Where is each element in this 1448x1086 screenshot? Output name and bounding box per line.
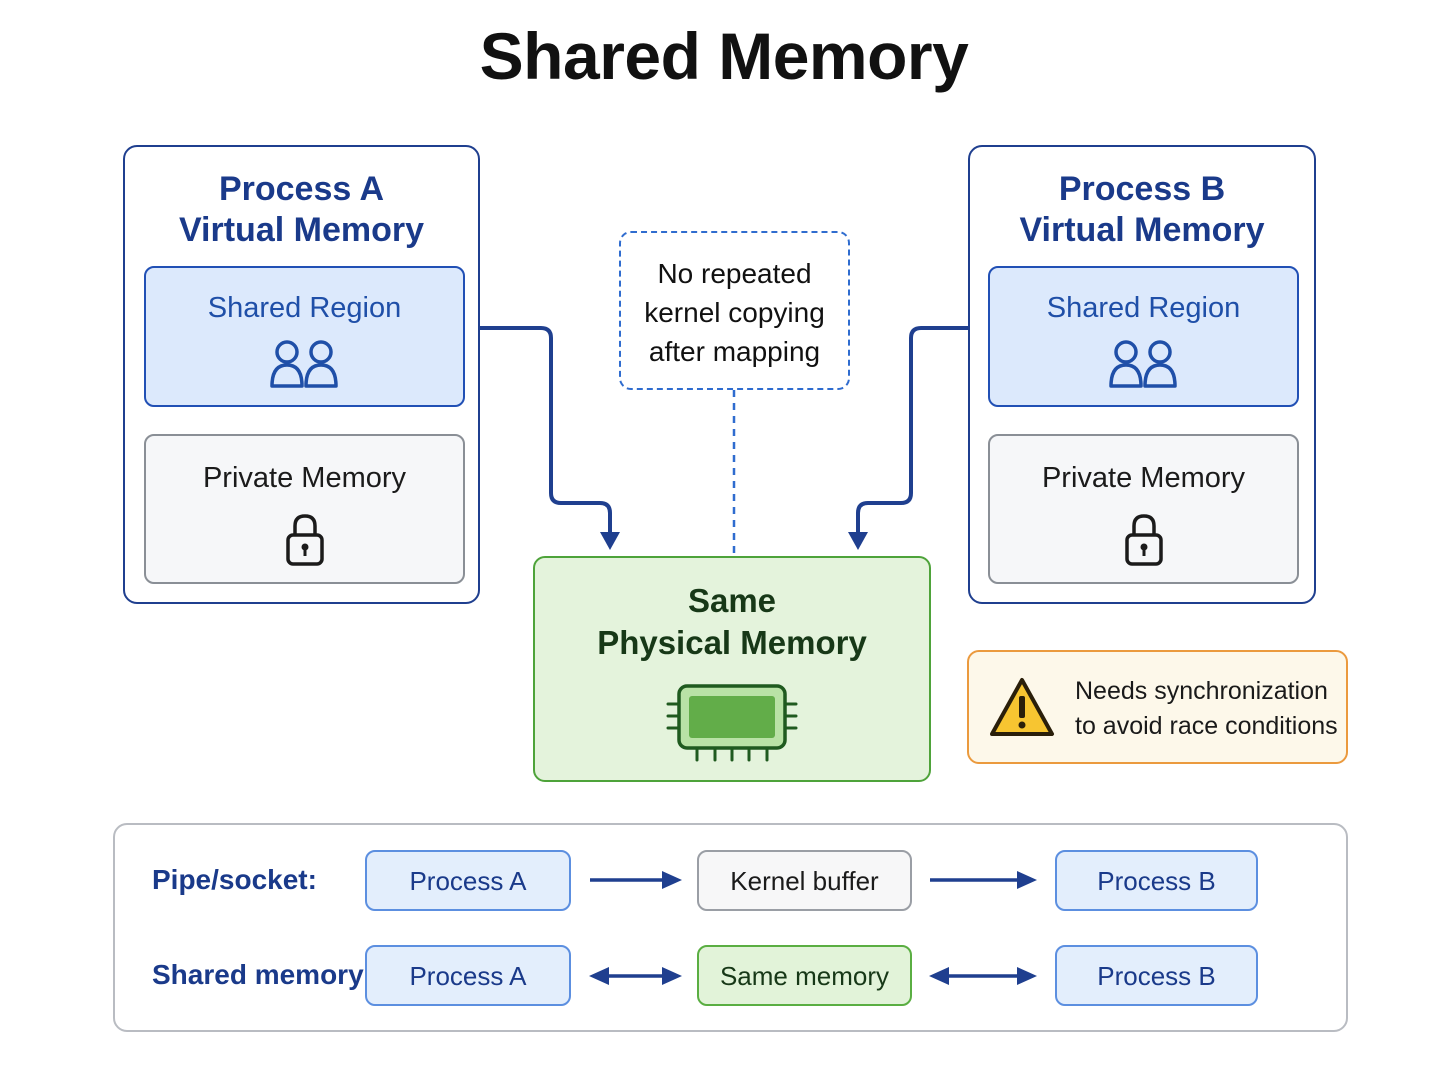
row2-process-b: Process B [1055,945,1258,1006]
process-a-title-line2: Virtual Memory [178,211,424,249]
process-b-private-region: Private Memory [988,434,1299,584]
arrowhead-a [600,532,620,550]
same-physical-memory: Same Physical Memory [533,556,931,782]
arrow-b-to-physical [856,326,987,536]
arrow-a-to-physical [463,326,612,536]
process-a-private-region: Private Memory [144,434,465,584]
process-a-private-label: Private Memory [202,462,407,494]
process-b-title-line2: Virtual Memory [1019,211,1265,249]
row2-process-a: Process A [365,945,571,1006]
process-a-title: Process A Virtual Memory [125,169,478,251]
memory-chip-icon [665,682,799,769]
warning-text: Needs synchronization to avoid race cond… [1075,674,1338,744]
process-b-title-line1: Process B [1058,170,1226,208]
lock-icon [1124,512,1164,573]
process-b-shared-region: Shared Region [988,266,1299,407]
arrowhead-b [848,532,868,550]
process-b-shared-label: Shared Region [1046,292,1241,324]
process-b-title: Process B Virtual Memory [970,169,1314,251]
physical-memory-title: Same Physical Memory [535,580,929,664]
row1-kernel-buffer: Kernel buffer [697,850,912,911]
note-line2: kernel copying [644,297,825,328]
shared-memory-label: Shared memory: [152,959,373,990]
users-icon [1108,338,1179,395]
process-b-private-label: Private Memory [1041,462,1246,494]
warning-triangle-icon [989,676,1055,743]
note-line1: No repeated [657,258,812,289]
warning-line2: to avoid race conditions [1075,712,1338,740]
row2-same-memory: Same memory [697,945,912,1006]
users-icon [269,338,340,395]
page-title: Shared Memory [479,19,969,93]
process-a-shared-region: Shared Region [144,266,465,407]
physical-line2: Physical Memory [597,624,867,661]
synchronization-warning: Needs synchronization to avoid race cond… [967,650,1348,764]
note-line3: after mapping [648,336,821,367]
process-a-title-line1: Process A [218,170,385,208]
physical-line1: Same [687,582,777,619]
process-a-shared-label: Shared Region [207,292,402,324]
pipe-socket-label: Pipe/socket: [152,864,317,895]
process-b-virtual-memory: Process B Virtual Memory Shared Region P… [968,145,1316,604]
no-kernel-copy-note: No repeated kernel copying after mapping [619,231,850,390]
row1-process-a: Process A [365,850,571,911]
row1-process-b: Process B [1055,850,1258,911]
lock-icon [285,512,325,573]
warning-line1: Needs synchronization [1075,677,1328,705]
process-a-virtual-memory: Process A Virtual Memory Shared Region P… [123,145,480,604]
